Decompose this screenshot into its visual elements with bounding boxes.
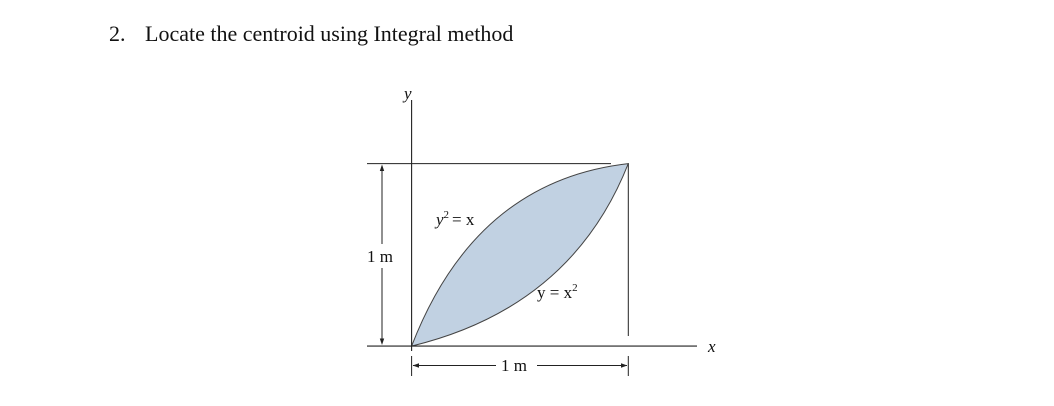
curve-lower-label: y = x2 (537, 282, 578, 302)
problem-title: Locate the centroid using Integral metho… (145, 21, 514, 46)
y-axis-label: y (402, 84, 412, 103)
horizontal-dimension-arrow-left (412, 363, 419, 368)
curve-upper-label: y2= x (434, 209, 475, 229)
shaded-region (410, 163, 630, 347)
curve-lower-exponent: 2 (572, 282, 578, 294)
horizontal-dimension-arrow-right (621, 363, 628, 368)
vertical-dimension-arrow-bottom (379, 338, 385, 345)
vertical-dimension-arrow-top (379, 164, 385, 171)
curve-upper-exponent: 2 (444, 209, 450, 221)
curve-upper-rhs: = x (452, 210, 475, 229)
vertical-dimension-label: 1 m (367, 247, 393, 266)
curve-upper-lhs: y (434, 210, 444, 229)
problem-heading: 2. Locate the centroid using Integral met… (109, 20, 513, 48)
problem-number: 2. (109, 21, 126, 46)
x-axis-label: x (707, 337, 716, 356)
curve-lower-lhs: y = x (537, 283, 573, 302)
horizontal-dimension-label: 1 m (501, 356, 527, 375)
